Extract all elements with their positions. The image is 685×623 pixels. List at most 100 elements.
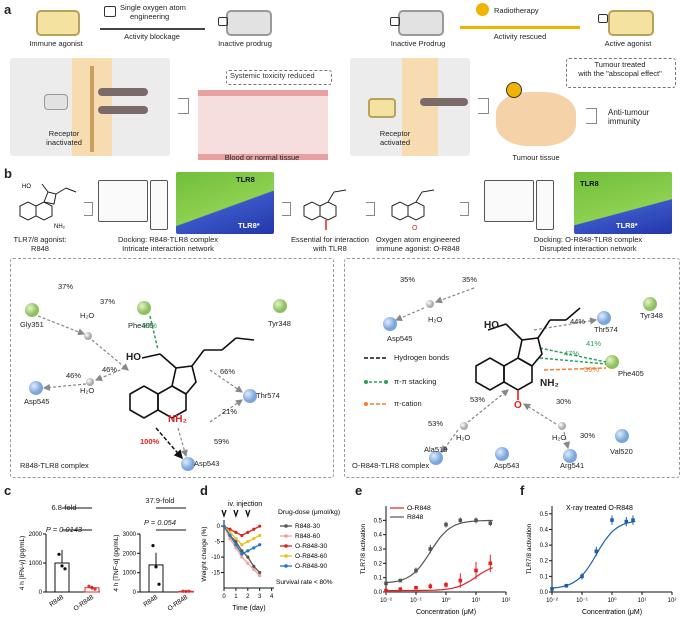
tumour-tissue-label: Tumour tissue [512, 154, 559, 163]
activity-blockage-label: Activity blockage [124, 33, 180, 42]
tlr-activation-chart-f: 0.00.10.20.30.40.510⁻²10⁻¹10⁰10¹10²TLR7/… [522, 492, 682, 622]
asp543-label: Asp543 [194, 460, 219, 469]
oxygen-right-label: O [514, 400, 522, 412]
anti-tumour-label: Anti-tumourimmunity [608, 108, 649, 126]
thr574-label: Thr574 [256, 392, 280, 401]
oxygen-label: O [412, 225, 418, 232]
val520-sphere [615, 429, 629, 443]
computer-icon [484, 180, 534, 222]
pct-44: 44% [570, 318, 585, 327]
pct-46b: 46% [102, 366, 117, 375]
tlr8-star-right-label: TLR8* [616, 222, 638, 231]
legend-title: Drug-dose (μmol/kg) [278, 509, 340, 516]
y-axis-label: Weight change (%) [201, 526, 208, 581]
y-tick-label: 0.2 [374, 561, 383, 567]
asp543-sphere [181, 457, 195, 471]
pct-30b: 30% [580, 432, 595, 441]
pct-41: 41% [586, 340, 601, 349]
radiation-icon [476, 3, 489, 16]
nh2-label: NH₂ [168, 414, 187, 426]
fit-curve-x-ray-treated-o-r848 [552, 521, 635, 588]
x-tick-label: 10² [668, 598, 677, 604]
nh2-label: NH₂ [54, 224, 66, 230]
data-point [258, 543, 261, 546]
arrow-right-icon [460, 202, 469, 216]
data-point [240, 552, 243, 555]
x-tick-label: 4 [270, 594, 274, 600]
data-point [489, 521, 493, 525]
panel-label-c: c [4, 483, 11, 498]
water-label: H₂O [80, 312, 94, 321]
legend-label: O-R848-60 [295, 553, 328, 560]
y-axis-label: TLR7/8 activation [526, 523, 533, 574]
data-point [184, 590, 187, 593]
legend-label: O-R848 [407, 505, 431, 512]
data-point [565, 584, 569, 588]
arg541-label: Arg541 [560, 462, 584, 471]
nh2-right-label: NH₂ [540, 378, 559, 390]
pct-37a: 37% [58, 283, 73, 292]
receptor-inactivated-illustration [10, 58, 170, 156]
data-point [550, 587, 554, 591]
water-sphere [86, 378, 94, 386]
data-point [258, 574, 261, 577]
x-tick-label: 1 [234, 594, 238, 600]
data-point [234, 543, 237, 546]
legend-label: R848-60 [295, 533, 320, 540]
data-point [181, 590, 184, 593]
y-tick-label: 2000 [123, 551, 137, 557]
asp545-right-label: Asp545 [387, 335, 412, 344]
y-axis-label: 4 h [IFN-γ] (pg/mL) [19, 536, 26, 591]
ho-label: HO [126, 352, 141, 364]
data-point [240, 534, 243, 537]
arrow-right-icon [84, 202, 93, 216]
pct-30a: 30% [556, 398, 571, 407]
x-tick-label: 10⁻² [546, 598, 558, 604]
data-point [246, 531, 249, 534]
r848-complex-label: R848-TLR8 complex [20, 462, 89, 471]
y-tick-label: 3000 [123, 532, 137, 538]
receptor-activated-label: Receptoractivated [380, 130, 410, 147]
arrow-right-icon [478, 98, 489, 114]
pct-59-right: 59% [584, 366, 599, 375]
legend-label: O-R848-30 [295, 543, 328, 550]
panel-label-a: a [4, 2, 11, 17]
tyr348-label: Tyr348 [268, 320, 291, 329]
pct-46a: 46% [66, 372, 81, 381]
asp545-sphere [29, 381, 43, 395]
category-label: R848 [142, 594, 159, 609]
water-sphere [426, 300, 434, 308]
r848-agonist-label: TLR7/8 agonist:R848 [14, 236, 67, 253]
data-point [234, 531, 237, 534]
receptor-inactivated-label: Receptorinactivated [46, 130, 82, 147]
arrow-right-icon [366, 202, 375, 216]
data-point [625, 520, 629, 524]
y-tick-label: 0 [217, 524, 221, 530]
data-point [252, 546, 255, 549]
data-point [474, 569, 478, 573]
data-point [399, 587, 403, 591]
y-tick-label: 0.1 [540, 574, 549, 580]
inactive-prodrug-pill-right [398, 10, 444, 36]
lock-icon [390, 17, 400, 26]
x-tick-label: 10¹ [638, 598, 647, 604]
y-tick-label: 0.5 [374, 518, 383, 524]
y-tick-label: 1000 [123, 571, 137, 577]
data-point [429, 547, 433, 551]
data-point [187, 590, 190, 593]
immune-agonist-label: Immune agonist [29, 40, 82, 49]
data-point [489, 562, 493, 566]
tumour-tissue-illustration [496, 92, 576, 146]
tlr8-label: TLR8 [236, 176, 255, 185]
y-tick-label: 0.4 [374, 533, 383, 539]
docking-right-label: Docking: O-R848-TLR8 complexDisrupted in… [534, 236, 642, 253]
phe405-sphere [605, 355, 619, 369]
water-sphere [84, 332, 92, 340]
x-tick-label: 10⁰ [607, 597, 617, 604]
y-tick-label: -15 [211, 571, 220, 577]
gly351-label: Gly351 [20, 321, 44, 330]
computer-tower-icon [536, 180, 554, 230]
